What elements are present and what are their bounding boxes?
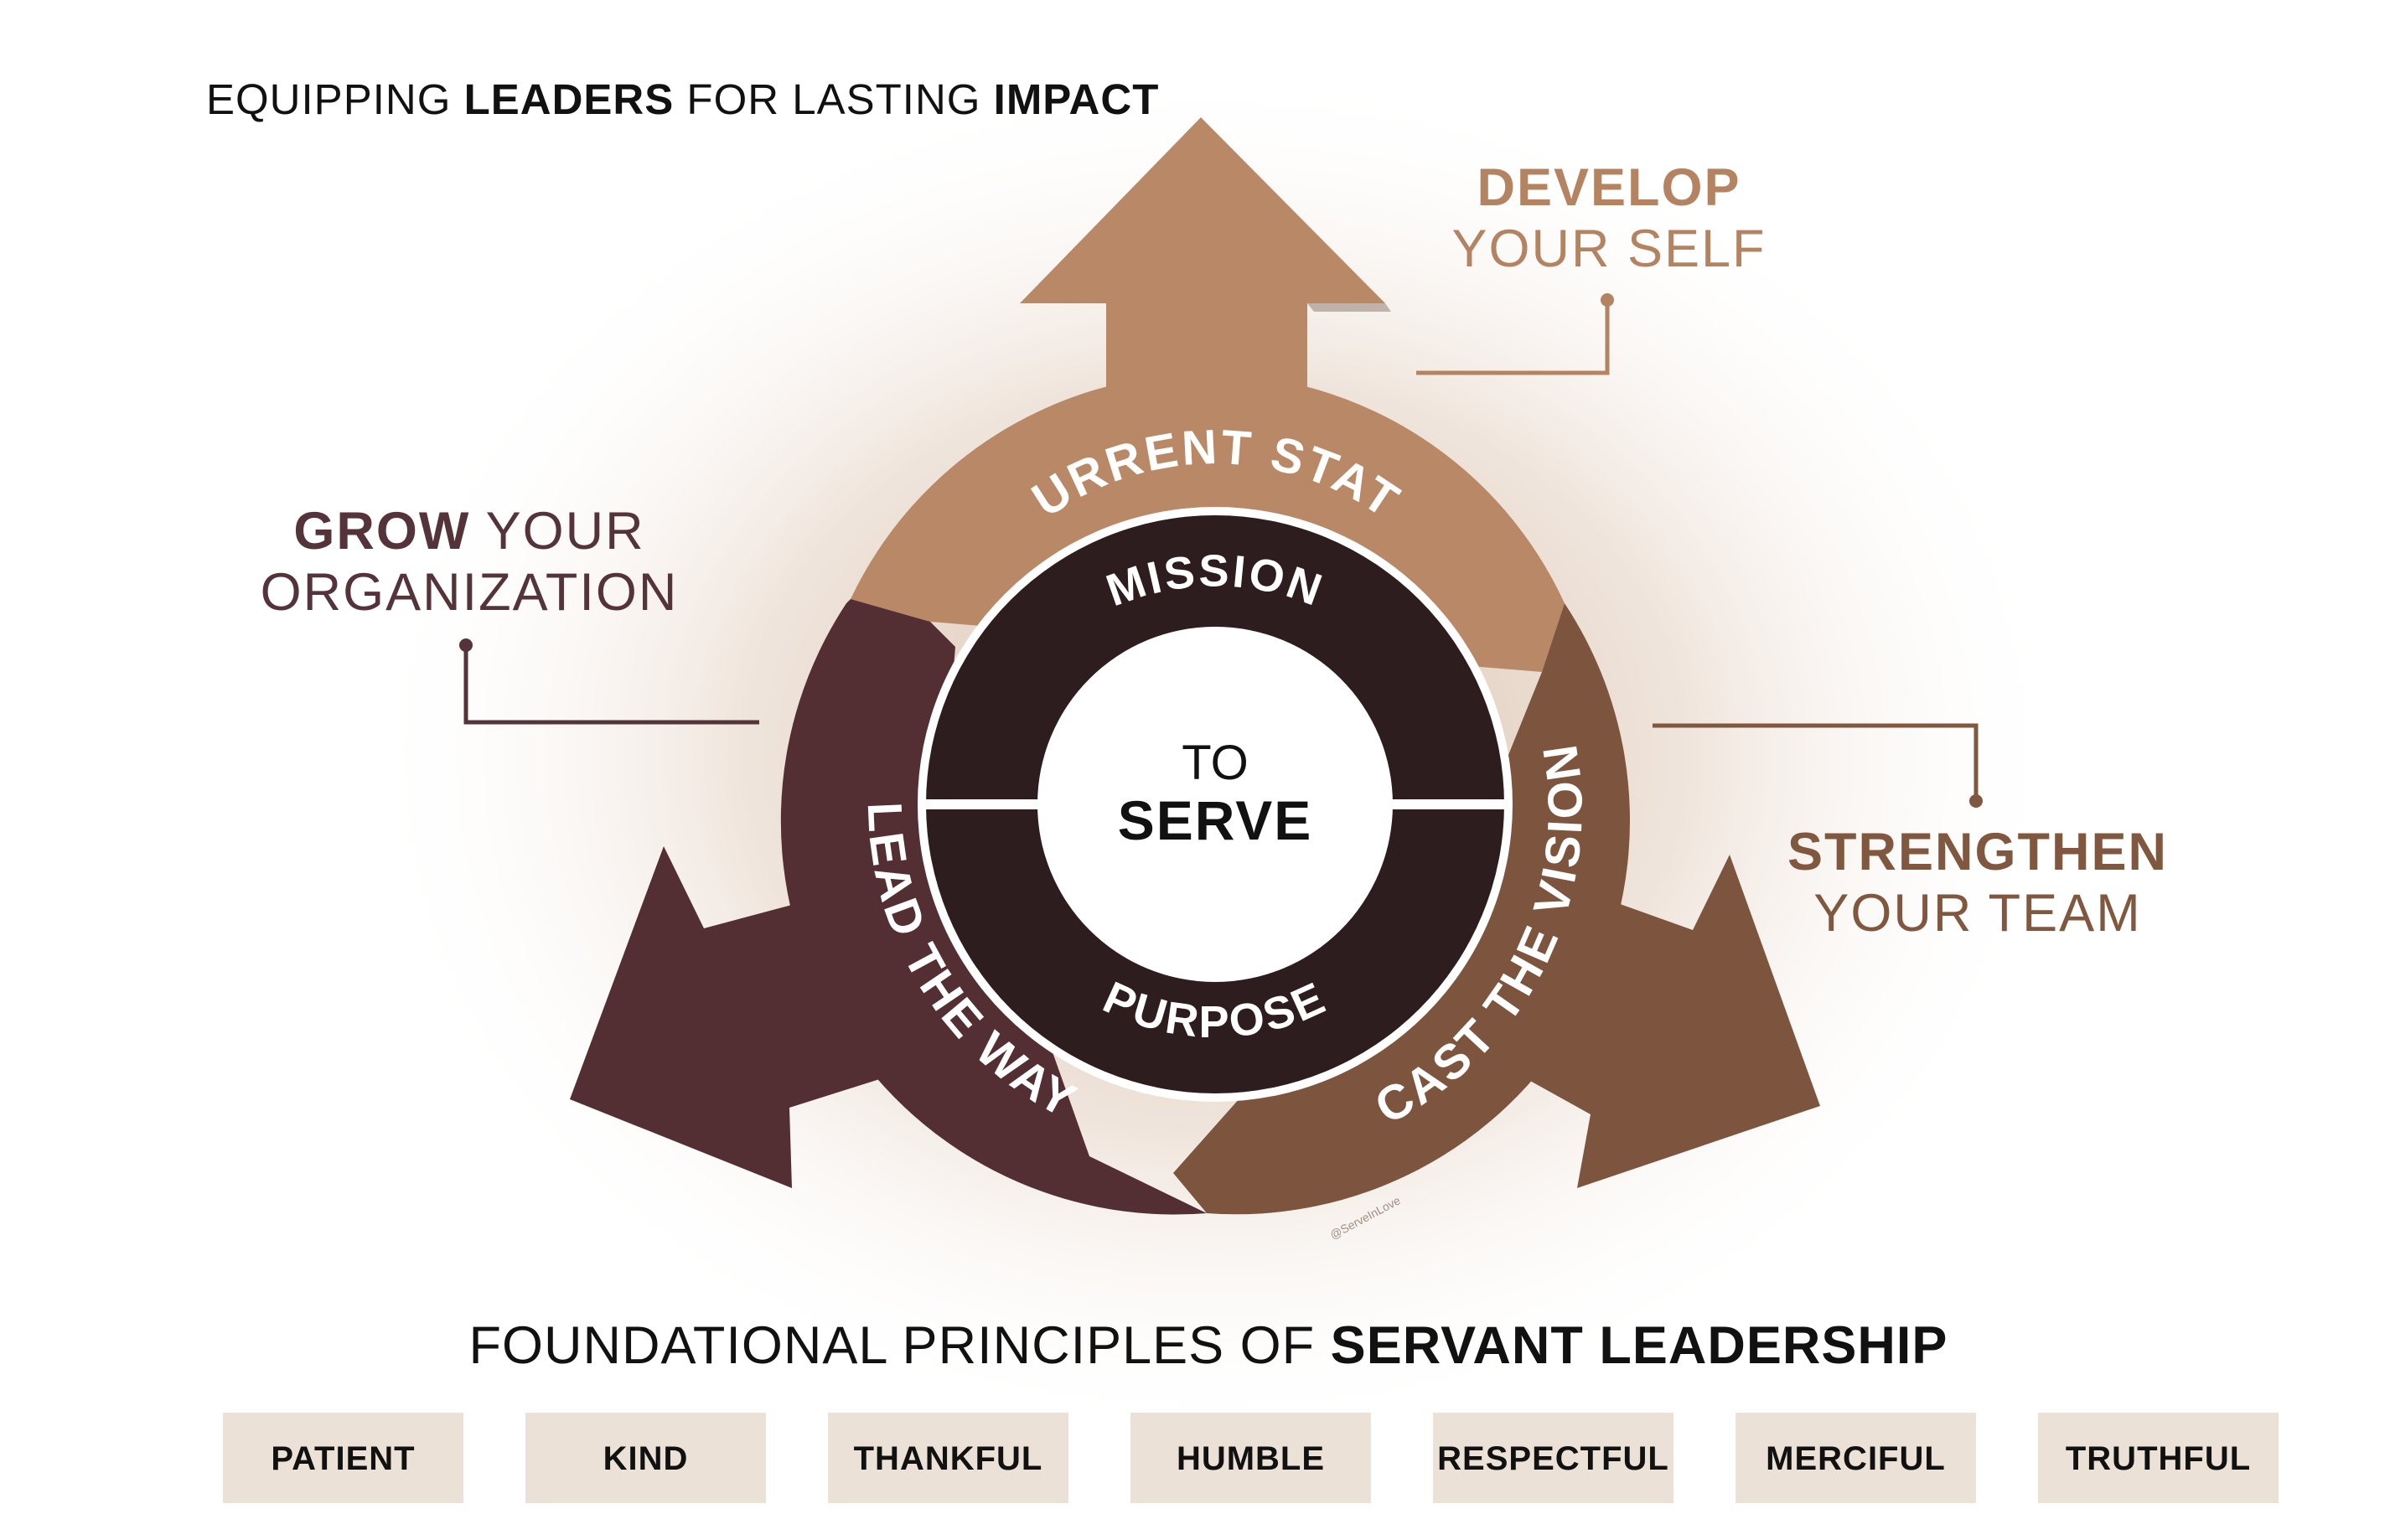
- develop-connector-dot: [1601, 293, 1614, 307]
- center-top-text: TO: [1182, 736, 1249, 790]
- grow-connector-dot: [459, 638, 473, 652]
- principle-label: RESPECTFUL: [1437, 1440, 1669, 1477]
- principles-row: PATIENT KIND THANKFUL HUMBLE RESPECTFUL MERCI…: [223, 1413, 2279, 1503]
- principle-label: TRUTHFUL: [2066, 1440, 2251, 1477]
- grow-connector: [463, 645, 759, 725]
- principle-box: [525, 1413, 766, 1503]
- principle-box: [1130, 1413, 1371, 1503]
- strengthen-connector-dot: [1969, 794, 1983, 808]
- center-disc: [1037, 627, 1393, 982]
- grow-sublabel: ORGANIZATION: [261, 563, 679, 622]
- principle-box: [223, 1413, 463, 1503]
- grow-label: GROW YOUR: [293, 502, 644, 561]
- strengthen-sublabel: YOUR TEAM: [1813, 884, 2141, 943]
- principle-box: [2038, 1413, 2279, 1503]
- principle-box: [1735, 1413, 1976, 1503]
- principle-truthful: TRUTHFUL: [2038, 1413, 2279, 1503]
- lead-the-way-body: [838, 754, 1039, 1114]
- develop-sublabel: YOUR SELF: [1451, 220, 1766, 278]
- current-state-arrow-head: [1020, 117, 1385, 448]
- principle-patient: PATIENT: [223, 1413, 463, 1503]
- principle-box: [828, 1413, 1068, 1503]
- strengthen-connector: [1653, 723, 1979, 801]
- principle-label: PATIENT: [271, 1440, 415, 1477]
- principles-title: FOUNDATIONAL PRINCIPLES OF SERVANT LEADE…: [469, 1316, 1948, 1375]
- header-title: EQUIPPING LEADERS FOR LASTING IMPACT: [206, 75, 1159, 123]
- principle-kind: KIND: [525, 1413, 766, 1503]
- principle-label: HUMBLE: [1177, 1440, 1325, 1477]
- cast-the-vision-arrow-head: [1500, 855, 1820, 1188]
- principle-humble: HUMBLE: [1130, 1413, 1371, 1503]
- strengthen-label: STRENGTHEN: [1787, 823, 2168, 881]
- principle-box: [1433, 1413, 1673, 1503]
- principle-label: THANKFUL: [854, 1440, 1043, 1477]
- principle-merciful: MERCIFUL: [1735, 1413, 1976, 1503]
- develop-connector: [1416, 300, 1610, 375]
- develop-label: DEVELOP: [1477, 158, 1741, 217]
- principle-respectful: RESPECTFUL: [1433, 1413, 1673, 1503]
- principle-thankful: THANKFUL: [828, 1413, 1068, 1503]
- current-state-arrow-shadow: [1307, 303, 1391, 312]
- center-bottom-text: SERVE: [1118, 789, 1313, 851]
- principle-label: MERCIFUL: [1766, 1440, 1946, 1477]
- lead-the-way-arrow-head: [570, 846, 922, 1188]
- principle-label: KIND: [603, 1440, 689, 1477]
